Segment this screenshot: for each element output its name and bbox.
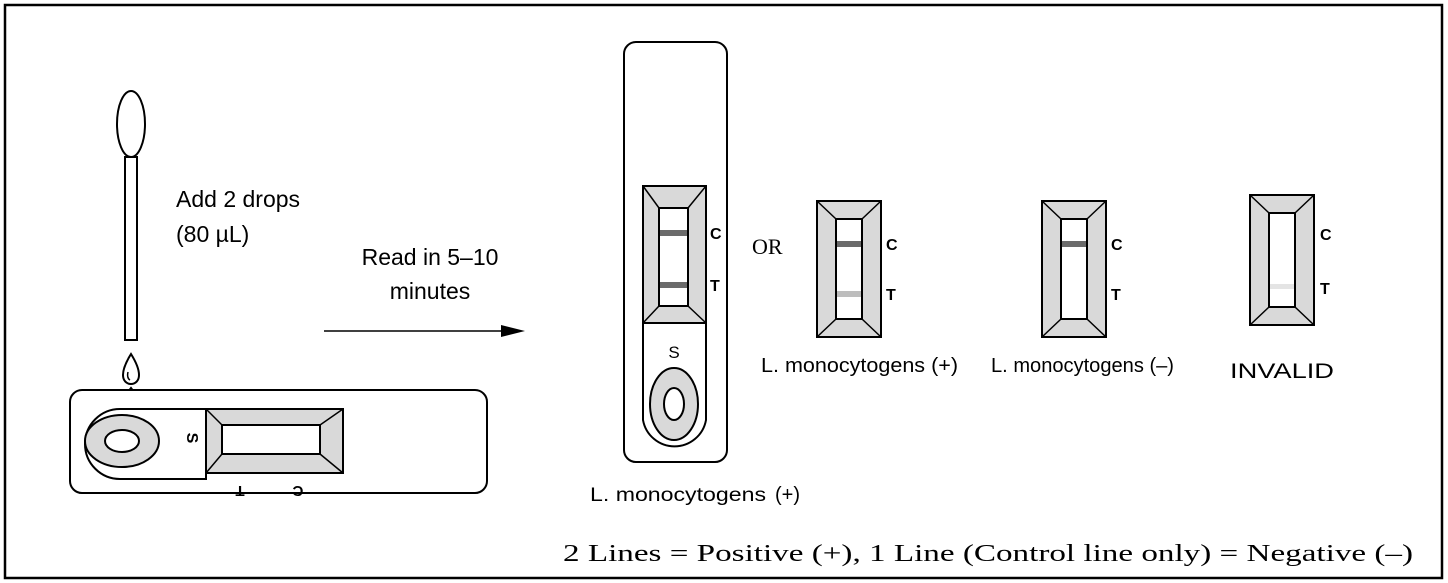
positive-label: L. monocytogens (+) [761, 355, 958, 377]
test-letter: T [1111, 287, 1121, 304]
control-line [837, 241, 861, 247]
sample-letter: S [668, 343, 679, 362]
read-time-text-2: minutes [390, 278, 471, 304]
control-line [1062, 241, 1086, 247]
horizontal-cassette: S T C [69, 389, 488, 499]
or-text: OR [752, 234, 783, 259]
add-drops-text: Add 2 drops [176, 186, 300, 212]
test-letter: T [710, 278, 720, 295]
large-cassette-label: L. monocytogens [590, 485, 766, 506]
large-vertical-cassette: S C T [623, 41, 728, 463]
test-letter-rotated: T [235, 482, 244, 499]
result-window-positive: C T [816, 200, 898, 338]
large-cassette-sign: (+) [775, 484, 800, 506]
control-letter: C [886, 237, 898, 254]
volume-text: (80 µL) [176, 221, 249, 247]
test-line-faint [837, 291, 861, 297]
swab-icon [116, 90, 146, 341]
control-letter: C [1320, 227, 1332, 244]
result-window-invalid: C T [1249, 194, 1332, 326]
negative-label: L. monocytogens (–) [991, 355, 1174, 377]
control-line [660, 230, 687, 236]
result-legend: 2 Lines = Positive (+), 1 Line (Control … [563, 541, 1413, 567]
test-letter: T [886, 287, 896, 304]
control-letter: C [1111, 237, 1123, 254]
arrow-right-icon [324, 325, 525, 337]
invalid-label: INVALID [1230, 360, 1334, 383]
test-letter: T [1320, 281, 1330, 298]
control-letter: C [710, 226, 722, 243]
test-line-very-faint [1270, 284, 1294, 289]
control-letter-rotated: C [292, 482, 303, 499]
result-window-negative: C T [1041, 200, 1123, 338]
sample-letter-rotated: S [183, 433, 200, 444]
test-line [660, 282, 687, 288]
read-time-text: Read in 5–10 [362, 244, 499, 270]
